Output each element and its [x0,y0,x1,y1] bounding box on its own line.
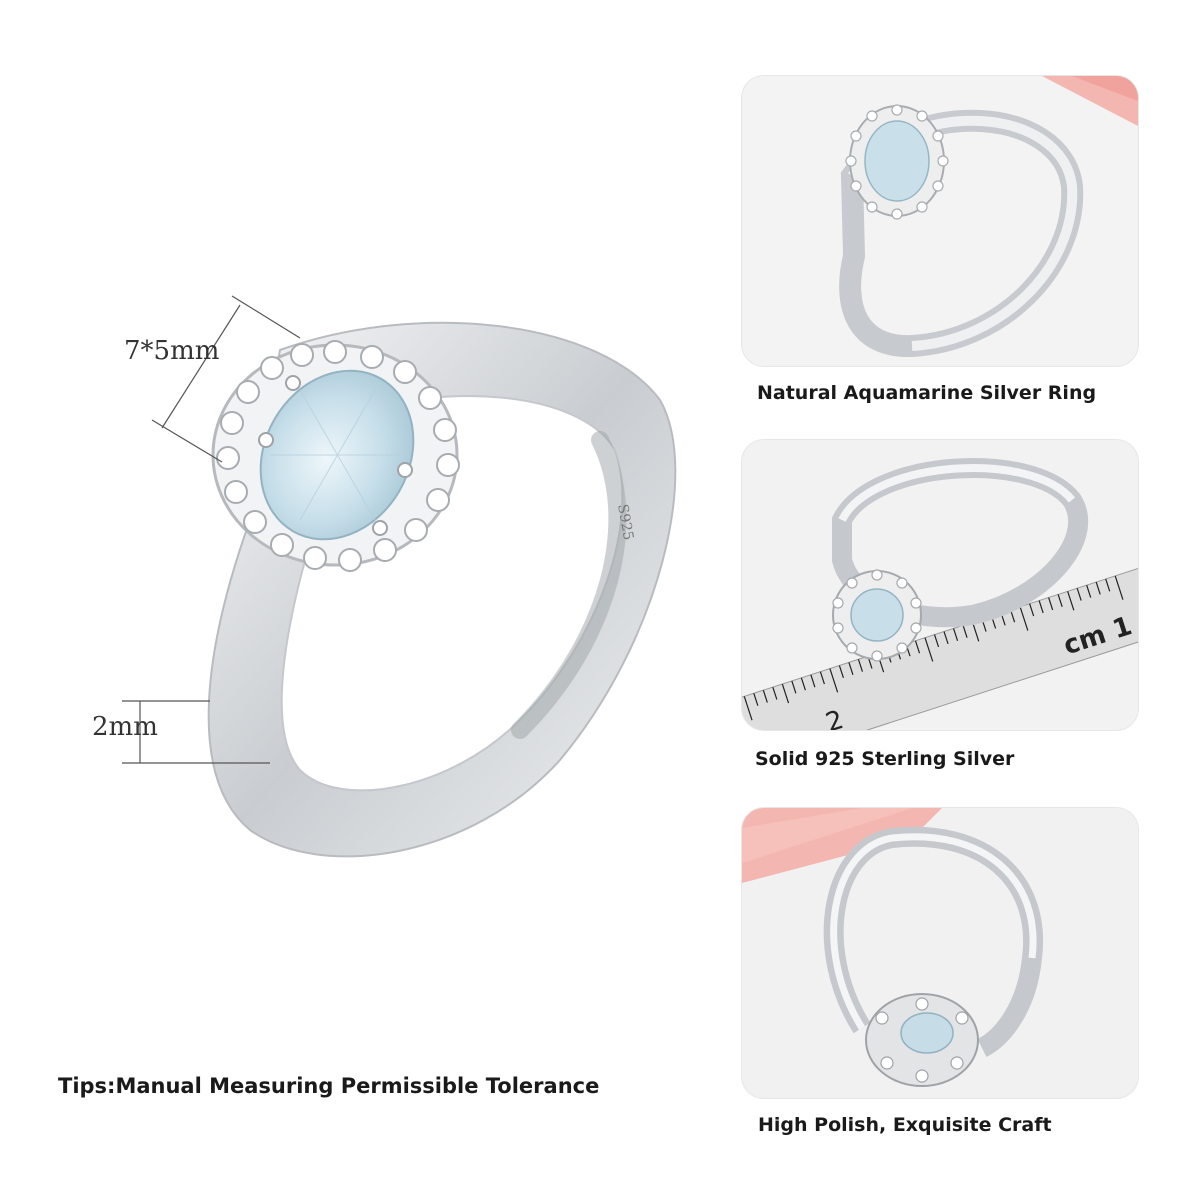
caption-2: Solid 925 Sterling Silver [755,748,1015,770]
ruler-view-ring-image: 2 cm 1 [742,440,1138,730]
front-view-ring-image [742,76,1138,366]
band-width-label: 2mm [92,712,158,742]
product-photo-card-1 [742,76,1138,366]
hallmark-text: S925 [614,503,636,542]
halo-stones [216,340,460,572]
gem-size-label: 7*5mm [124,336,220,366]
product-photo-card-3 [742,808,1138,1098]
caption-3: High Polish, Exquisite Craft [758,1114,1052,1136]
tips-text: Tips:Manual Measuring Permissible Tolera… [58,1074,600,1098]
caption-1: Natural Aquamarine Silver Ring [757,382,1097,404]
main-ring-image: S925 [122,295,677,858]
product-photo-card-2: 2 cm 1 [742,440,1138,730]
side-view-ring-image [742,808,1138,1098]
